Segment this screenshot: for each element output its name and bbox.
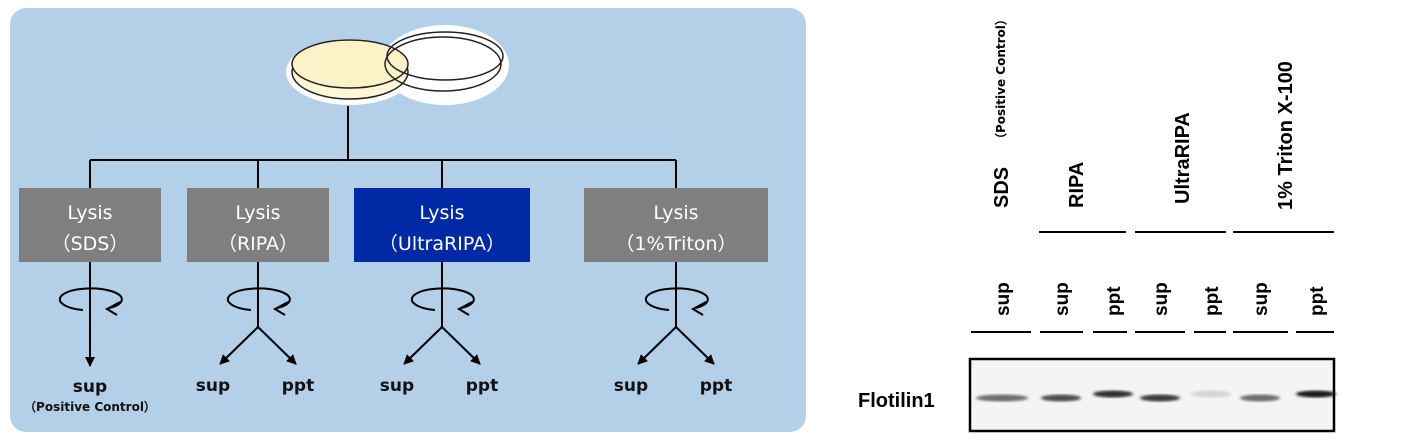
centrifuge-flow [403,262,481,365]
lane-label: ppt [1307,286,1328,316]
ppt-label: ppt [282,376,314,396]
lane-label: ppt [1202,286,1223,316]
sup-label: sup [614,376,648,396]
lysis-box [584,188,768,262]
lysis-box-title: Lysis [419,202,464,224]
rotation-icon [58,287,123,316]
lane-label: sup [993,282,1014,316]
culture-dish-icon [286,25,509,105]
protein-band [1041,394,1081,402]
lysis-box [19,188,161,262]
tree-lines [89,106,677,188]
rotation-icon [226,287,291,316]
sup-label: sup [380,376,414,396]
protein-band [1093,390,1133,398]
ppt-label: ppt [466,376,498,396]
header-sds: SDS [991,167,1013,208]
lane-label: sup [1251,282,1272,316]
positive-control-label: （Positive Control） [24,399,156,414]
rotation-icon [410,287,475,316]
centrifuge-flow [58,262,123,367]
centrifuge-flow [637,262,715,365]
blot-headers: SDS （Positive Control） RIPA UltraRIPA 1%… [991,13,1297,210]
lysis-box [354,188,530,262]
lysis-box [187,188,329,262]
rotation-icon [644,287,709,316]
protein-band [1140,394,1180,402]
ppt-label: ppt [700,376,732,396]
protein-band [1240,394,1280,402]
lane-label: sup [1052,282,1073,316]
lysis-box-title: Lysis [67,202,112,224]
header-sds-note: （Positive Control） [993,13,1008,145]
protein-label: Flotilin1 [858,390,935,412]
protein-band [1296,390,1336,398]
lysis-box-title: Lysis [235,202,280,224]
lysis-box-title: Lysis [653,202,698,224]
lysis-box-reagent: （SDS） [52,233,129,255]
sup-label: sup [73,377,107,397]
protein-band [976,394,1028,402]
lane-label: ppt [1104,286,1125,316]
sup-label: sup [196,376,230,396]
header-ultraripa: UltraRIPA [1172,112,1194,204]
centrifuge-flow [219,262,297,365]
lysis-box-reagent: （RIPA） [218,233,298,255]
header-ripa: RIPA [1066,162,1088,208]
protein-band [1191,390,1231,398]
lane-label: sup [1151,282,1172,316]
lysis-box-reagent: （1%Triton） [615,233,736,255]
header-triton: 1% Triton X-100 [1275,61,1297,210]
lysis-box-reagent: （UltraRIPA） [379,233,505,255]
